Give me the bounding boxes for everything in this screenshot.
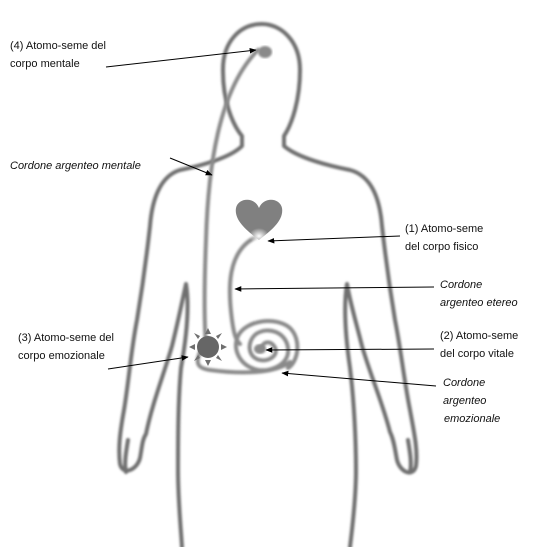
arrow-vital-seed (265, 347, 435, 353)
vital-spiral (234, 319, 300, 373)
body-silhouette (117, 22, 419, 547)
label-etheric-cord: Cordone argenteo etereo (440, 279, 518, 309)
heart-icon (235, 199, 283, 240)
label-emotional-seed: (3) Atomo-seme del corpo emozionale (18, 332, 114, 362)
label-mental-seed: (4) Atomo-seme del corpo mentale (10, 40, 106, 70)
mental-seed (258, 46, 272, 58)
label-physical-seed: (1) Atomo-seme del corpo fisico (405, 223, 484, 253)
label-mental-cord: Cordone argenteo mentale (10, 160, 141, 172)
arrow-emotional-seed (107, 355, 189, 370)
silver-cords (195, 48, 300, 375)
label-vital-seed: (2) Atomo-seme del corpo vitale (440, 330, 519, 360)
pointer-arrows (105, 47, 437, 387)
physical-seed-glow (249, 228, 269, 244)
label-emotional-cord: Cordone argenteo emozionale (443, 377, 501, 425)
sun-icon (189, 328, 227, 366)
arrow-mental-seed (105, 47, 257, 68)
arrow-etheric-cord (234, 286, 435, 292)
vital-seed (254, 344, 266, 354)
mental-cord (202, 48, 260, 348)
arrow-emotional-cord (281, 370, 437, 387)
arrow-physical-seed (267, 235, 401, 244)
arrow-mental-cord (169, 157, 213, 176)
